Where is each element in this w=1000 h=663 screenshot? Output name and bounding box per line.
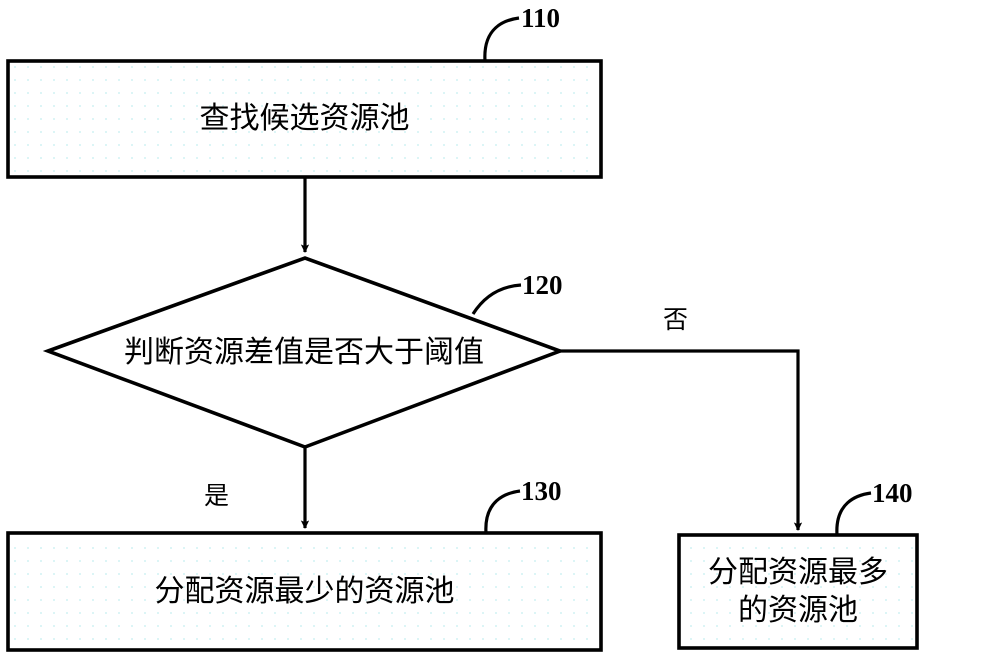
ref-label-110: 110 [521,3,561,33]
node-110-shape [6,59,603,179]
leader-line-130 [484,489,521,534]
leader-line-110 [483,16,520,62]
leader-line-140 [835,491,872,536]
ref-label-140: 140 [872,478,913,508]
branch-label-no: 否 [663,305,689,334]
node-130-shape [6,531,603,652]
leader-line-120 [471,283,522,315]
node-120-shape [42,256,566,449]
branch-label-yes: 是 [204,481,230,510]
edge-120-to-140 [560,349,803,532]
ref-label-120: 120 [522,270,563,300]
ref-label-130: 130 [521,476,562,506]
node-140-shape [677,533,919,650]
